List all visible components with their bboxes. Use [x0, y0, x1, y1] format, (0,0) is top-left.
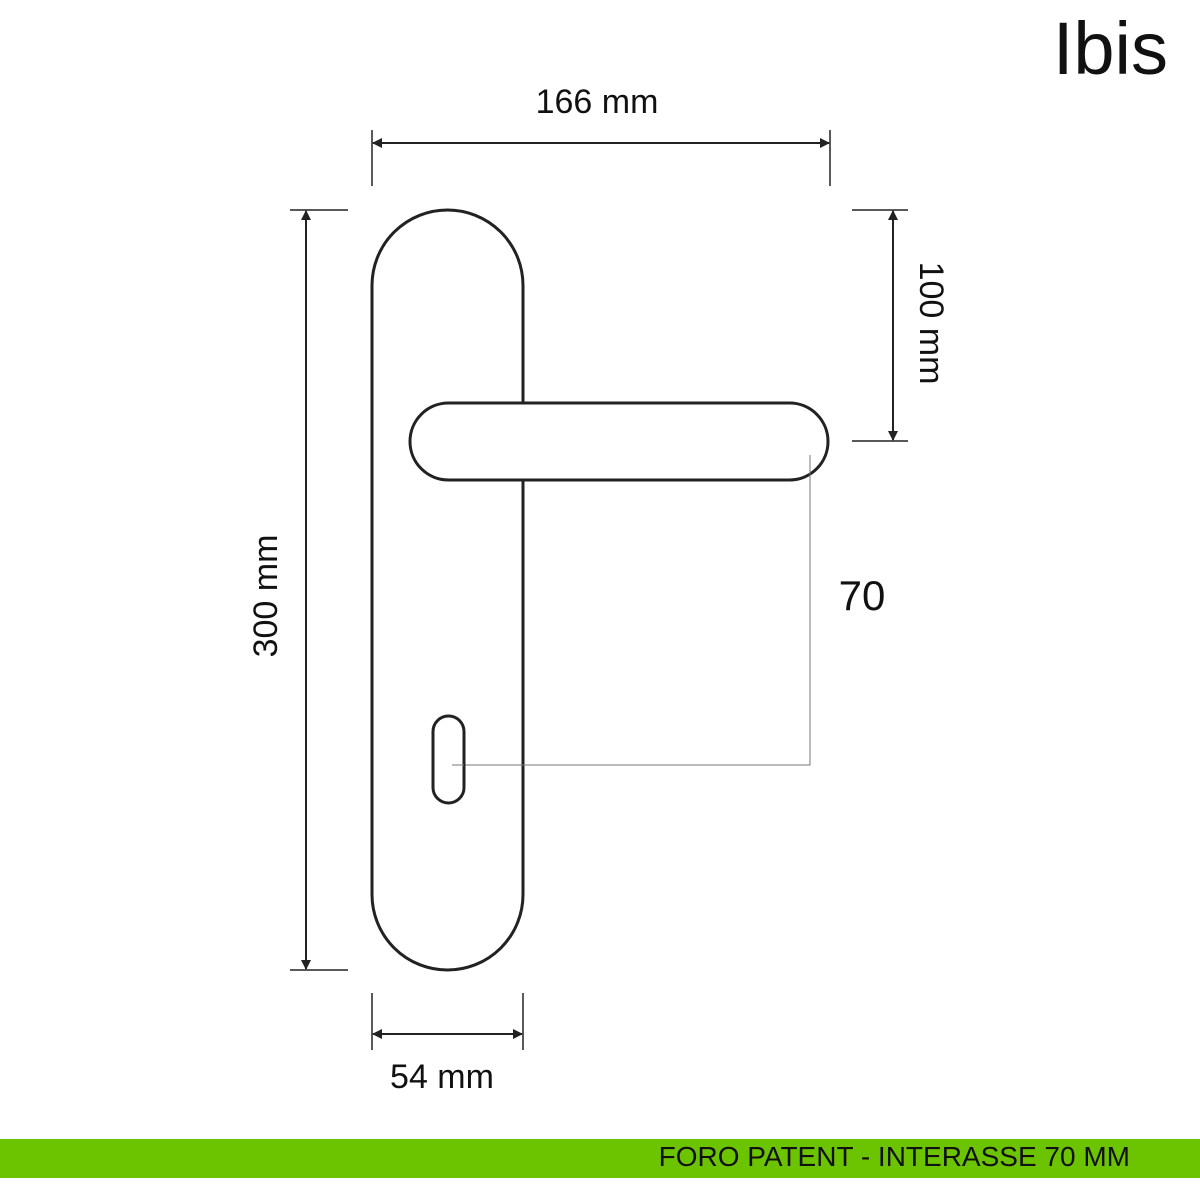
- lever: [408, 401, 830, 482]
- dimension-lever-height: 100 mm: [852, 209, 950, 442]
- keyhole: [431, 714, 466, 805]
- dimension-height-plate: 300 mm: [247, 209, 348, 971]
- label-70: 70: [839, 572, 886, 619]
- banner-text: FORO PATENT - INTERASSE 70 MM: [658, 1141, 1130, 1172]
- label-54: 54 mm: [390, 1058, 494, 1096]
- label-100: 100 mm: [912, 262, 950, 385]
- product-title: Ibis: [1052, 7, 1168, 90]
- label-166: 166 mm: [536, 83, 659, 121]
- info-banner: FORO PATENT - INTERASSE 70 MM: [0, 1139, 1200, 1178]
- center-distance-line: [452, 455, 811, 766]
- backplate: [370, 208, 525, 972]
- dimension-width-total: 166 mm: [371, 83, 831, 186]
- label-300: 300 mm: [247, 535, 285, 658]
- dimension-plate-width: 54 mm: [371, 993, 524, 1096]
